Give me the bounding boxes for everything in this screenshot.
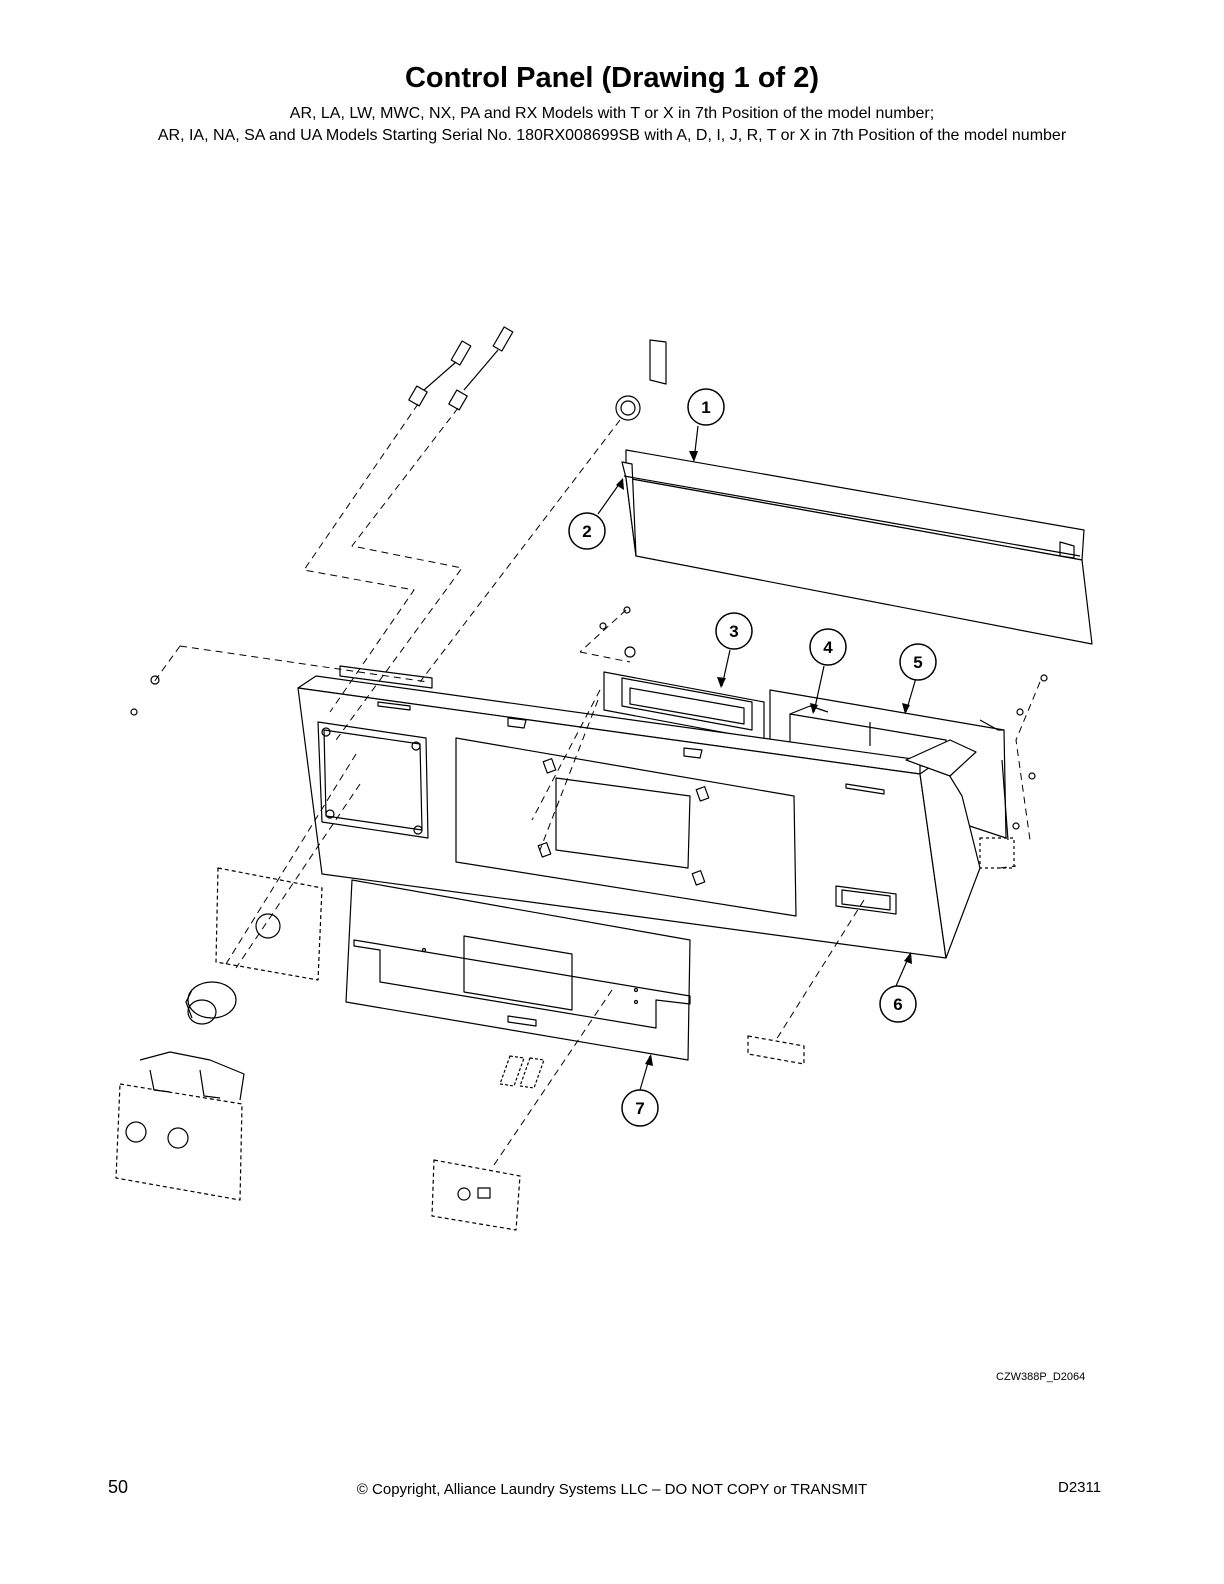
part-keypad-bezel: [345, 879, 691, 1061]
callout-6: 6: [879, 985, 917, 1023]
callout-1: 1: [687, 388, 725, 426]
callout-label: 5: [913, 653, 922, 672]
page-number: 50: [108, 1477, 129, 1497]
callout-label: 2: [582, 522, 591, 541]
callout-label: 1: [701, 398, 710, 417]
leader-arrowheads: [616, 451, 912, 1066]
drawing-id: CZW388P_D2064: [996, 1371, 1086, 1383]
callout-label: 4: [823, 638, 833, 657]
copyright-notice: © Copyright, Alliance Laundry Systems LL…: [356, 1481, 868, 1498]
callout-5: 5: [899, 643, 937, 681]
callout-7: 7: [621, 1089, 659, 1127]
part-hardware: [130, 326, 1048, 1231]
model-applicability-line-2: AR, IA, NA, SA and UA Models Starting Se…: [157, 127, 1067, 144]
callout-4: 4: [809, 628, 847, 666]
callout-2: 2: [568, 512, 606, 550]
assembly-lines: [153, 403, 1041, 1169]
callout-3: 3: [715, 612, 753, 650]
part-console-housing: [297, 665, 981, 959]
part-display-board: [603, 671, 765, 741]
callout-label: 7: [635, 1099, 644, 1118]
document-id: D2311: [1058, 1479, 1102, 1496]
page-title: Control Panel (Drawing 1 of 2): [404, 62, 820, 94]
callouts: 1 2 3 4 5 6 7: [568, 388, 937, 1127]
part-overlay-panel: [621, 449, 1093, 645]
model-applicability-line-1: AR, LA, LW, MWC, NX, PA and RX Models wi…: [289, 105, 935, 122]
callout-label: 6: [893, 995, 902, 1014]
part-coin-mechanism: [115, 867, 323, 1201]
callout-label: 3: [729, 622, 738, 641]
